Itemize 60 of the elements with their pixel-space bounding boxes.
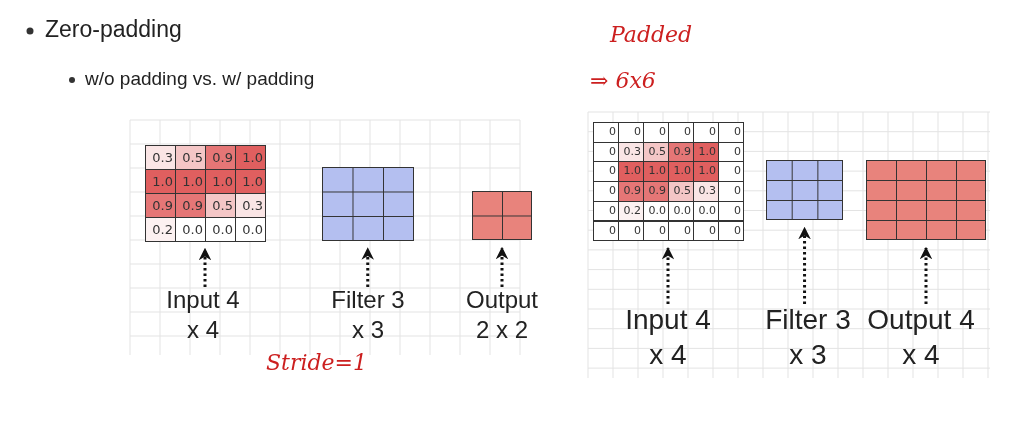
handwritten-note: Padded [610,22,693,47]
matrix-cell: 0 [618,122,644,143]
dotted-arrow [198,247,212,287]
matrix-cell: 0.0 [205,217,236,242]
matrix-cell: 0 [693,122,719,143]
caption-text: Input 4 x 4 [163,285,243,345]
matrix-cell: 0 [593,161,619,183]
matrix-cell: 0 [718,161,744,183]
matrix-cell: 0 [718,220,744,242]
matrix-cell: 0 [593,220,619,242]
matrix-cell: 0.2 [618,200,644,222]
matrix-cell: 1.0 [693,161,719,183]
matrix-cell: 0 [718,181,744,202]
matrix-cell: 0 [668,220,694,242]
matrix-cell: 0.9 [618,181,644,202]
dotted-arrow [495,246,509,287]
matrix-cell: 0.5 [668,181,694,202]
matrix-cell: 0.3 [693,181,719,202]
matrix-cell: 1.0 [235,169,266,194]
matrix-cell: 0 [618,220,644,242]
handwritten-note: Stride=1 [266,350,367,375]
matrix-cell: 0 [643,122,669,143]
dotted-arrow [361,247,375,287]
heading-text: Zero-padding [45,16,182,43]
matrix-cell: 0 [668,122,694,143]
caption-text: Output 2 x 2 [457,285,547,345]
output-grid [866,160,986,240]
matrix-cell: 1.0 [235,145,266,170]
matrix-cell: 1.0 [618,161,644,183]
matrix-cell: 0.3 [235,193,266,218]
dotted-arrow [798,226,811,304]
matrix-cell: 0 [693,220,719,242]
number-matrix [145,145,265,241]
caption-text: Input 4 x 4 [618,302,718,372]
matrix-cell: 0 [593,200,619,222]
filter-grid [322,167,414,241]
matrix-cell: 0.0 [235,217,266,242]
caption-text: Filter 3 x 3 [328,285,408,345]
matrix-cell: 0.9 [643,181,669,202]
matrix-cell: 0.2 [145,217,176,242]
matrix-cell: 0 [593,122,619,143]
dotted-arrow [661,246,675,304]
number-matrix [593,122,743,241]
filter-grid [766,160,844,220]
caption-text: Output 4 x 4 [866,302,976,372]
matrix-cell: 0.0 [175,217,206,242]
matrix-cell: 0 [643,220,669,242]
output-grid [472,191,532,240]
matrix-cell: 1.0 [643,161,669,183]
caption-text: Filter 3 x 3 [758,302,858,372]
handwritten-note: ⇒ 6x6 [590,68,656,93]
matrix-cell: 0.0 [693,200,719,222]
matrix-cell: 0 [718,200,744,222]
dotted-arrow [919,246,933,304]
matrix-cell: 0.0 [668,200,694,222]
matrix-cell: 0 [593,181,619,202]
subheading-text: w/o padding vs. w/ padding [85,68,315,90]
matrix-cell: 1.0 [668,161,694,183]
matrix-cell: 0.0 [643,200,669,222]
matrix-cell: 0 [718,122,744,143]
